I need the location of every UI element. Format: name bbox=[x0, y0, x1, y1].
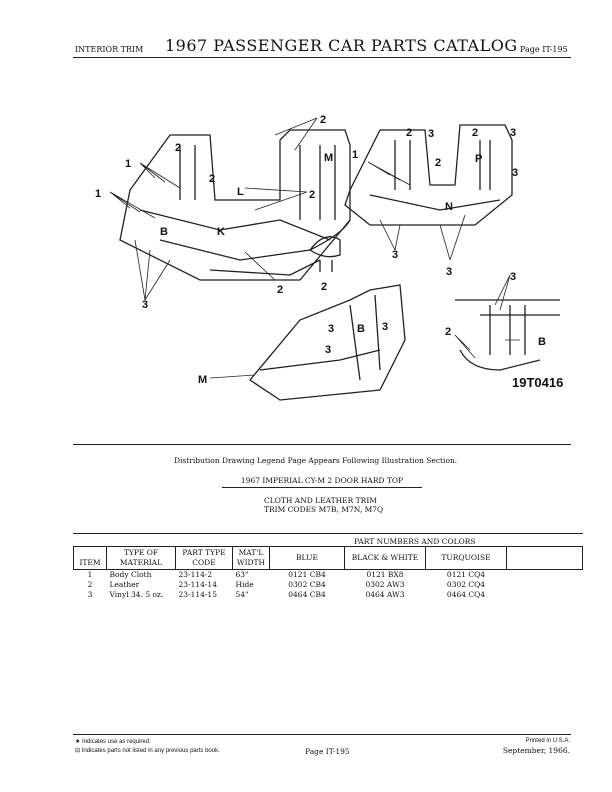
turquoise: 0121 CQ4 bbox=[446, 570, 486, 579]
divider bbox=[73, 533, 583, 534]
blue: 0121 CB4 bbox=[288, 570, 326, 579]
footnote-required: ★ Indicates use as required. bbox=[75, 739, 151, 745]
callout-label: 2 bbox=[320, 114, 326, 126]
divider bbox=[73, 734, 571, 735]
code: 23-114-2 bbox=[178, 570, 213, 579]
callout-label: 2 bbox=[472, 127, 478, 139]
col-code-1: PART TYPE bbox=[182, 548, 226, 557]
distribution-notice: Distribution Drawing Legend Page Appears… bbox=[174, 456, 458, 465]
turquoise: 0302 CQ4 bbox=[446, 580, 486, 589]
callout-label: 2 bbox=[406, 127, 412, 139]
callout-label: 1 bbox=[125, 158, 131, 170]
black-white: 0302 AW3 bbox=[365, 580, 405, 589]
col-empty bbox=[506, 546, 583, 570]
callout-label: 1 bbox=[352, 149, 358, 161]
callout-label: M bbox=[324, 152, 333, 164]
col-blue: BLUE bbox=[269, 546, 345, 570]
code: 23-114-15 bbox=[178, 590, 217, 599]
callout-label: 3 bbox=[382, 321, 388, 333]
part-numbers-heading: PART NUMBERS AND COLORS bbox=[354, 537, 476, 546]
blue: 0302 CB4 bbox=[288, 580, 326, 589]
page-number: Page IT-195 bbox=[520, 45, 568, 54]
footer-page-number: Page IT-195 bbox=[305, 747, 350, 756]
callout-label: B bbox=[357, 323, 365, 335]
callout-label: 2 bbox=[209, 173, 215, 185]
col-item: ITEM bbox=[73, 546, 107, 570]
callout-label: 3 bbox=[392, 249, 398, 261]
callout-label: M bbox=[198, 374, 207, 386]
material: Leather bbox=[109, 580, 140, 589]
illustration-code: 19T0416 bbox=[512, 375, 564, 390]
callout-label: B bbox=[538, 336, 546, 348]
callout-label: 3 bbox=[510, 127, 516, 139]
material: Body Cloth bbox=[109, 570, 152, 579]
callout-label: 3 bbox=[325, 344, 331, 356]
rear-seat-drawing bbox=[344, 124, 513, 226]
col-width-1: MAT'L bbox=[238, 548, 264, 557]
callout-label: 3 bbox=[328, 323, 334, 335]
callout-label: 1 bbox=[95, 188, 101, 200]
callout-label: 3 bbox=[446, 266, 452, 278]
col-black-white: BLACK & WHITE bbox=[344, 546, 426, 570]
page-title: 1967 PASSENGER CAR PARTS CATALOG bbox=[165, 36, 518, 55]
black-white: 0464 AW3 bbox=[365, 590, 405, 599]
blue: 0464 CB4 bbox=[288, 590, 326, 599]
model-heading: 1967 IMPERIAL CY-M 2 DOOR HARD TOP bbox=[222, 476, 422, 488]
item: 2 bbox=[87, 580, 93, 589]
code: 23-114-14 bbox=[178, 580, 217, 589]
width: 54" bbox=[235, 590, 249, 599]
material: Vinyl 34. 5 oz. bbox=[109, 590, 164, 599]
col-type-1: TYPE OF bbox=[123, 548, 159, 557]
turquoise: 0464 CQ4 bbox=[446, 590, 486, 599]
col-type-2: MATERIAL bbox=[119, 558, 163, 567]
callout-label: 2 bbox=[175, 142, 181, 154]
callout-label: 2 bbox=[435, 157, 441, 169]
callout-label: 2 bbox=[309, 189, 315, 201]
printed-in: Printed in U.S.A. bbox=[525, 738, 570, 744]
trim-line-1: CLOTH AND LEATHER TRIM bbox=[264, 496, 377, 505]
door-panel-drawing bbox=[455, 299, 560, 371]
callout-label: 3 bbox=[512, 167, 518, 179]
bucket-seat-drawing bbox=[249, 284, 406, 401]
callout-label: K bbox=[217, 226, 225, 238]
front-bench-seat-drawing bbox=[119, 129, 351, 281]
col-width-2: WIDTH bbox=[236, 558, 266, 567]
divider bbox=[73, 444, 571, 445]
divider bbox=[73, 57, 571, 58]
headrest-drawing bbox=[309, 236, 341, 272]
table-row: 2 Leather 23-114-14 Hide 0302 CB4 0302 AW3 030… bbox=[74, 580, 583, 590]
item: 3 bbox=[87, 590, 93, 599]
callout-leaders bbox=[109, 117, 520, 379]
callout-label: 2 bbox=[277, 284, 283, 296]
callout-label: 3 bbox=[142, 299, 148, 311]
black-white: 0121 BX8 bbox=[366, 570, 404, 579]
callout-label: 3 bbox=[428, 128, 434, 140]
callout-label: 2 bbox=[321, 281, 327, 293]
callout-label: B bbox=[160, 226, 168, 238]
callout-label: N bbox=[445, 201, 453, 213]
table-row: 1 Body Cloth 23-114-2 63" 0121 CB4 0121 BX8 01… bbox=[74, 570, 583, 581]
item: 1 bbox=[87, 570, 93, 579]
section-label: INTERIOR TRIM bbox=[75, 45, 144, 54]
callout-label: L bbox=[237, 186, 244, 198]
callout-label: P bbox=[475, 153, 482, 165]
print-date: September, 1966. bbox=[502, 746, 570, 755]
callout-label: 3 bbox=[510, 271, 516, 283]
width: 63" bbox=[235, 570, 249, 579]
callout-label: 2 bbox=[445, 326, 451, 338]
col-code-2: CODE bbox=[192, 558, 216, 567]
seat-illustration: 2 M 1 2 2 L 1 B K 3 2 2 3 1 2 3 2 3 2 P … bbox=[95, 114, 560, 401]
col-turquoise: TURQUOISE bbox=[425, 546, 507, 570]
trim-line-2: TRIM CODES M7B, M7N, M7Q bbox=[264, 505, 384, 514]
width: Hide bbox=[235, 580, 254, 589]
footnote-not-listed: ⊟ Indicates parts not listed in any prev… bbox=[75, 748, 220, 754]
table-row: 3 Vinyl 34. 5 oz. 23-114-15 54" 0464 CB4 0464… bbox=[74, 590, 583, 600]
